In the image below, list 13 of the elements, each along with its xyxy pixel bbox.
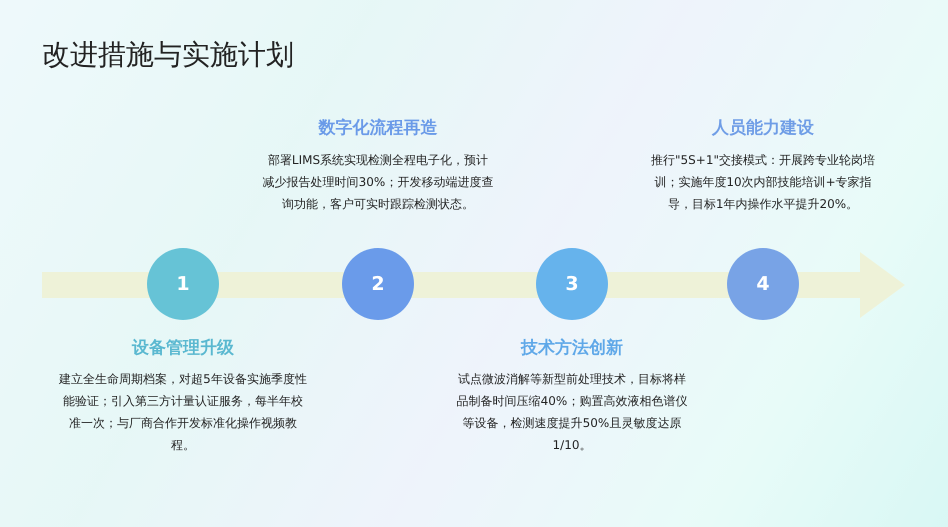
step-heading: 人员能力建设 bbox=[710, 117, 815, 139]
step-description: 部署LIMS系统实现检测全程电子化，预计减少报告处理时间30%；开发移动端进度查询功能，客户可实时跟踪检测状态。 bbox=[262, 152, 494, 213]
step-description: 建立全生命周期档案，对超5年设备实施季度性能验证；引入第三方计量认证服务，每半年校准一次；与厂商合作开发标准化操作视频教程。 bbox=[58, 371, 308, 454]
step-circle: 4 bbox=[727, 248, 799, 320]
step-heading: 设备管理升级 bbox=[130, 337, 235, 359]
step-description: 推行"5S+1"交接模式：开展跨专业轮岗培训；实施年度10次内部技能培训+专家指导，目标1年内操作水平提升20%。 bbox=[650, 152, 876, 213]
step-circle: 2 bbox=[342, 248, 414, 320]
step-description: 试点微波消解等新型前处理技术，目标将样品制备时间压缩40%；购置高效液相色谱仪等设备，检测速度提升50%且灵敏度达原1/10。 bbox=[456, 371, 688, 454]
step-heading: 技术方法创新 bbox=[520, 337, 624, 359]
title: 改进措施与实施计划 bbox=[42, 37, 294, 73]
step-circle: 3 bbox=[536, 248, 608, 320]
step-circle: 1 bbox=[147, 248, 219, 320]
step-heading: 数字化流程再造 bbox=[317, 117, 438, 139]
